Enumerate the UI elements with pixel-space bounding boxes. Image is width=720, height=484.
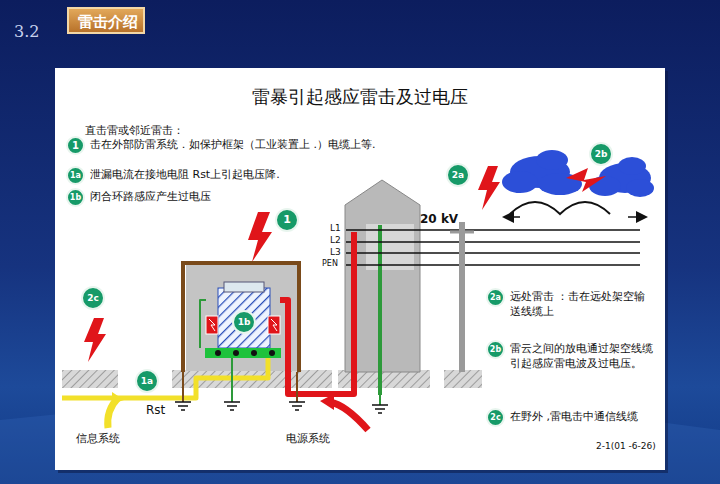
line-name: L1 <box>330 223 341 234</box>
legend-item: 2b 雷云之间的放电通过架空线缆引起感应雷电波及过电压。 <box>486 340 655 372</box>
callout-marker: 1b <box>232 310 256 334</box>
figure-code: 2-1(01 -6-26) <box>596 441 656 452</box>
callout-number: 2b <box>589 142 613 166</box>
section-number: 3.2 <box>14 22 39 42</box>
power-arrow <box>330 402 368 430</box>
info-arrowhead <box>112 392 124 404</box>
callout-number: 1b <box>66 188 85 207</box>
system-label: 电源系统 <box>286 432 330 446</box>
white-panel <box>55 68 665 470</box>
ground-strips <box>62 370 482 388</box>
line-name: L3 <box>330 247 341 258</box>
legend-text: 远处雷击 ：击在远处架空输送线缆上 <box>510 289 652 320</box>
callout-marker: 2a <box>446 163 470 187</box>
header-box: 雷击介绍 <box>67 7 145 34</box>
callout-marker: 1 <box>275 208 299 232</box>
callout-number: 1a <box>66 166 85 185</box>
callout-marker: 2b <box>589 142 613 166</box>
callout-number: 1b <box>232 310 256 334</box>
clouds <box>502 150 654 197</box>
callout-number: 2b <box>486 340 505 359</box>
legend-text: 闭合环路感应产生过电压 <box>90 189 410 204</box>
legend-text: 泄漏电流在接地电阻 Rst上引起电压降. <box>90 167 410 182</box>
wave-arrow <box>505 216 520 218</box>
header-text: 雷击介绍 <box>78 13 134 32</box>
legend-text: 雷云之间的放电通过架空线缆引起感应雷电波及过电压。 <box>510 341 655 372</box>
legend-item: 1 击在外部防雷系统．如保护框架（工业装置上 .）电缆上等. <box>66 136 450 155</box>
resistor-label: Rst <box>146 403 165 418</box>
pole <box>459 222 465 372</box>
power-arrowhead <box>320 394 334 410</box>
legend-item: 2a 远处雷击 ：击在远处架空输送线缆上 <box>486 288 652 320</box>
wave-arrow <box>628 216 645 218</box>
wave-arc <box>510 202 610 214</box>
callout-number: 2c <box>486 408 505 427</box>
callout-number: 2a <box>486 288 505 307</box>
callout-number: 1 <box>275 208 299 232</box>
legend-item: 1b 闭合环路感应产生过电压 <box>66 188 410 207</box>
legend-heading: 直击雷或邻近雷击： <box>85 124 184 138</box>
legend-item: 1a 泄漏电流在接地电阻 Rst上引起电压降. <box>66 166 410 185</box>
callout-number: 2a <box>446 163 470 187</box>
system-label: 信息系统 <box>76 432 120 446</box>
earth-symbols <box>175 402 388 413</box>
building-interior <box>186 264 298 371</box>
callout-number: 1 <box>66 136 85 155</box>
callout-number: 1a <box>135 369 159 393</box>
equipment <box>205 282 281 358</box>
callout-marker: 1a <box>135 369 159 393</box>
power-lines <box>346 230 640 265</box>
diagram-title: 雷暴引起感应雷击及过电压 <box>252 86 468 109</box>
pole-arm <box>450 231 474 234</box>
voltage-label: 20 kV <box>420 212 458 227</box>
line-name: PEN <box>322 259 338 269</box>
protection-frame <box>183 263 299 372</box>
legend-item: 2c 在野外 ,雷电击中通信线缆 <box>486 408 650 427</box>
callout-number: 2c <box>81 286 105 310</box>
line-name: L2 <box>330 235 341 246</box>
legend-text: 在野外 ,雷电击中通信线缆 <box>510 409 650 424</box>
legend-text: 击在外部防雷系统．如保护框架（工业装置上 .）电缆上等. <box>90 137 450 152</box>
callout-marker: 2c <box>81 286 105 310</box>
cables <box>62 232 380 405</box>
cloud-discharge <box>566 168 606 192</box>
